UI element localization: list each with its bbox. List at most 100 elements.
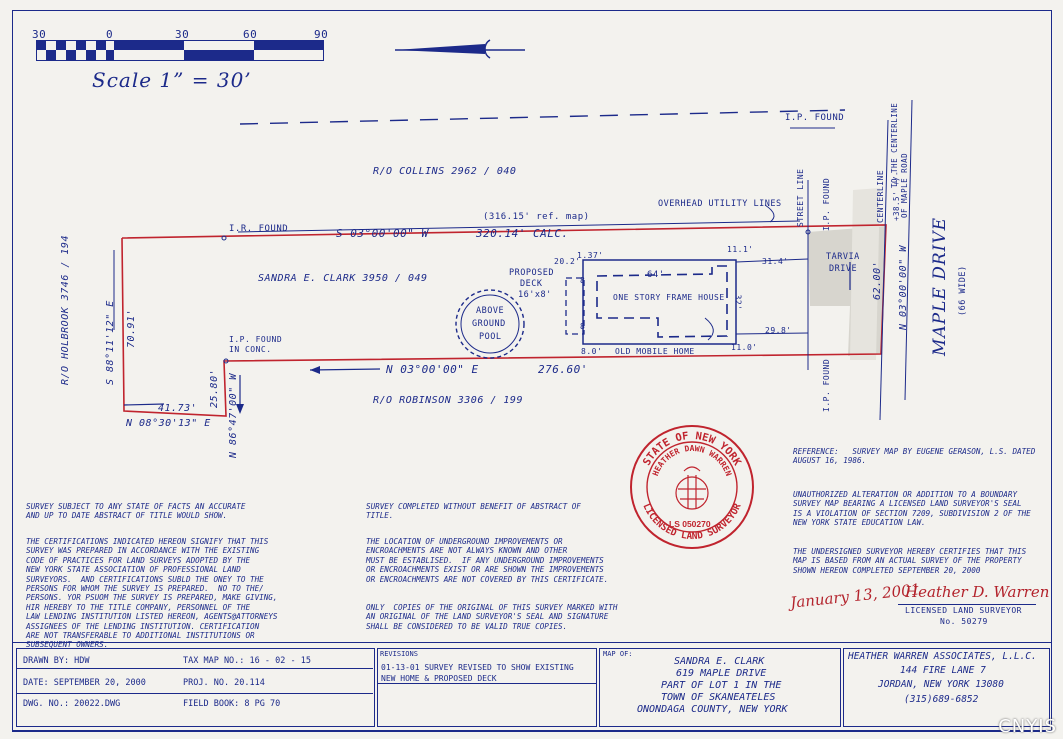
west-distance-label: 70.91' [126, 308, 137, 348]
dim-64: 64' [647, 270, 665, 280]
north-arrow-icon [395, 39, 525, 59]
revisions-header: REVISIONS [380, 650, 418, 658]
note-underground: THE LOCATION OF UNDERGROUND IMPROVEMENTS… [366, 537, 609, 584]
dim-32: 32' [733, 294, 743, 311]
parcel-owner-label: SANDRA E. CLARK 3950 / 049 [258, 273, 428, 284]
proposed-deck-label-3: 16'x8' [518, 290, 552, 300]
note-certifications: THE CERTIFICATIONS INDICATED HEREON SIGN… [26, 537, 278, 650]
seal-graphic: STATE OF NEW YORK LICENSED LAND SURVEYOR… [630, 425, 754, 549]
dim-11-1: 11.1' [727, 245, 754, 254]
field-book: FIELD BOOK: 8 PG 70 [183, 699, 281, 709]
ro-collins-label: R/O COLLINS 2962 / 040 [373, 166, 517, 177]
centerline-of-label: OF MAPLE ROAD [900, 152, 909, 218]
note-reference: REFERENCE: SURVEY MAP BY EUGENE GERASON,… [793, 447, 1036, 466]
east-distance-label: 62.00' [872, 260, 883, 300]
dim-1-37: 1.37' [577, 251, 604, 260]
pool-label-1: ABOVE [476, 306, 505, 316]
maple-width-label: (66 WIDE) [958, 265, 968, 316]
seal-number: LS 050270 [669, 519, 711, 529]
proposed-deck-label-1: PROPOSED [509, 268, 554, 278]
note-unauthorized: UNAUTHORIZED ALTERATION OR ADDITION TO A… [793, 490, 1031, 528]
note-certifies: THE UNDERSIGNED SURVEYOR HEREBY CERTIFIE… [793, 547, 1027, 575]
dashed-reference-line [239, 109, 846, 125]
jog-distance-label: 25.80' [209, 368, 220, 408]
ref-map-label: (316.15' ref. map) [483, 212, 590, 222]
sw-distance-label: 41.73' [158, 403, 198, 414]
firm-name: HEATHER WARREN ASSOCIATES, L.L.C. [848, 651, 1037, 662]
signature-license-no: No. 50279 [940, 617, 988, 626]
title-block-mapof-cell [599, 648, 841, 727]
tarvia-label-1: TARVIA [826, 252, 860, 262]
ip-found-se-label: I.P. FOUND [822, 358, 831, 412]
pool-label-2: GROUND [472, 319, 506, 329]
title-block-firm-cell [843, 648, 1050, 727]
proposed-deck-label-2: DECK [520, 279, 543, 289]
map-of-line-4: TOWN OF SKANEATELES [661, 692, 776, 703]
dim-8: 8 [580, 276, 586, 285]
pool-label-3: POOL [479, 332, 502, 342]
revision-line-2: NEW HOME & PROPOSED DECK [381, 674, 497, 683]
scale-tick-label: 30 [175, 28, 190, 41]
overhead-utility-label: OVERHEAD UTILITY LINES [658, 199, 782, 209]
ro-holbrook-label: R/O HOLBROOK 3746 / 194 [60, 235, 71, 385]
map-of-line-5: ONONDAGA COUNTY, NEW YORK [637, 704, 788, 715]
one-story-frame-house [596, 265, 728, 338]
drawing-date: DATE: SEPTEMBER 20, 2000 [23, 678, 146, 688]
above-ground-pool [455, 289, 525, 359]
scale-tick-label: 30 [32, 28, 47, 41]
dim-31-4: 31.4' [762, 257, 789, 266]
maple-drive-label: MAPLE DRIVE [930, 216, 950, 356]
proposed-deck [565, 277, 585, 335]
centerline [879, 119, 889, 421]
ip-found-conc-label-1: I.P. FOUND [229, 335, 283, 344]
project-no: PROJ. NO. 20.114 [183, 678, 265, 688]
south-bearing-label: N 03°00'00" E [386, 363, 479, 376]
north-bearing-label: S 03°00'00" W [336, 227, 429, 240]
dim-11-0: 11.0' [731, 343, 758, 352]
east-bearing-label: N 03°00'00" W [898, 245, 909, 330]
pool-inner [460, 294, 520, 354]
house-label: ONE STORY FRAME HOUSE [613, 293, 725, 302]
dwg-no: DWG. NO.: 20022.DWG [23, 699, 121, 709]
scale-tick-label: 90 [314, 28, 329, 41]
sheet-border [12, 10, 1052, 732]
firm-phone: (315)689-6852 [904, 694, 979, 705]
map-of-header: MAP OF: [603, 650, 633, 658]
scale-label: Scale 1” = 30’ [92, 68, 252, 92]
scale-tick-label: 0 [106, 28, 114, 41]
survey-plan [113, 99, 913, 421]
note-survey-completed: SURVEY COMPLETED WITHOUT BENEFIT OF ABST… [366, 502, 581, 521]
south-distance-label: 276.60' [538, 363, 588, 376]
title-block-revisions-cell [377, 648, 597, 727]
dim-8b: 8 [580, 322, 586, 331]
dim-20-2: 20.2' [554, 257, 581, 266]
west-bearing-label: S 88°11'12" E [105, 300, 116, 385]
signature-name: Heather D. Warren [905, 583, 1050, 601]
street-line-label: STREET LINE [796, 168, 805, 227]
sw-bearing-label: N 08°30'13" E [126, 418, 211, 429]
surveyor-seal: STATE OF NEW YORK LICENSED LAND SURVEYOR… [628, 423, 756, 551]
watermark: CNYIS [998, 716, 1057, 737]
signature-line [898, 604, 1036, 605]
tax-map-no: TAX MAP NO.: 16 - 02 - 15 [183, 656, 311, 666]
map-of-line-3: PART OF LOT 1 IN THE [661, 680, 782, 691]
ro-robinson-label: R/O ROBINSON 3306 / 199 [373, 395, 523, 406]
north-distance-label: 320.14' CALC. [476, 227, 569, 240]
title-block [12, 642, 1052, 731]
centerline-to-label: TO THE CENTERLINE [890, 102, 899, 188]
firm-city: JORDAN, NEW YORK 13080 [878, 679, 1004, 690]
drawn-by: DRAWN BY: HDW [23, 656, 90, 666]
title-block-info-cell [16, 648, 375, 727]
old-mobile-home [582, 259, 737, 345]
dim-8-0: 8.0' [581, 347, 603, 356]
ir-found-label: I.R. FOUND [229, 224, 289, 234]
dim-29-8: 29.8' [765, 326, 792, 335]
scale-checker [36, 40, 324, 61]
road-shoulder-area [850, 188, 880, 360]
revision-line-1: 01-13-01 SURVEY REVISED TO SHOW EXISTING [381, 663, 574, 672]
scale-tick-label: 60 [243, 28, 258, 41]
note-copies: ONLY COPIES OF THE ORIGINAL OF THIS SURV… [366, 603, 618, 631]
jog-bearing-label: N 86°47'00" W [228, 373, 239, 458]
centerline-label: CENTERLINE [876, 169, 885, 223]
map-of-line-2: 619 MAPLE DRIVE [676, 668, 767, 679]
